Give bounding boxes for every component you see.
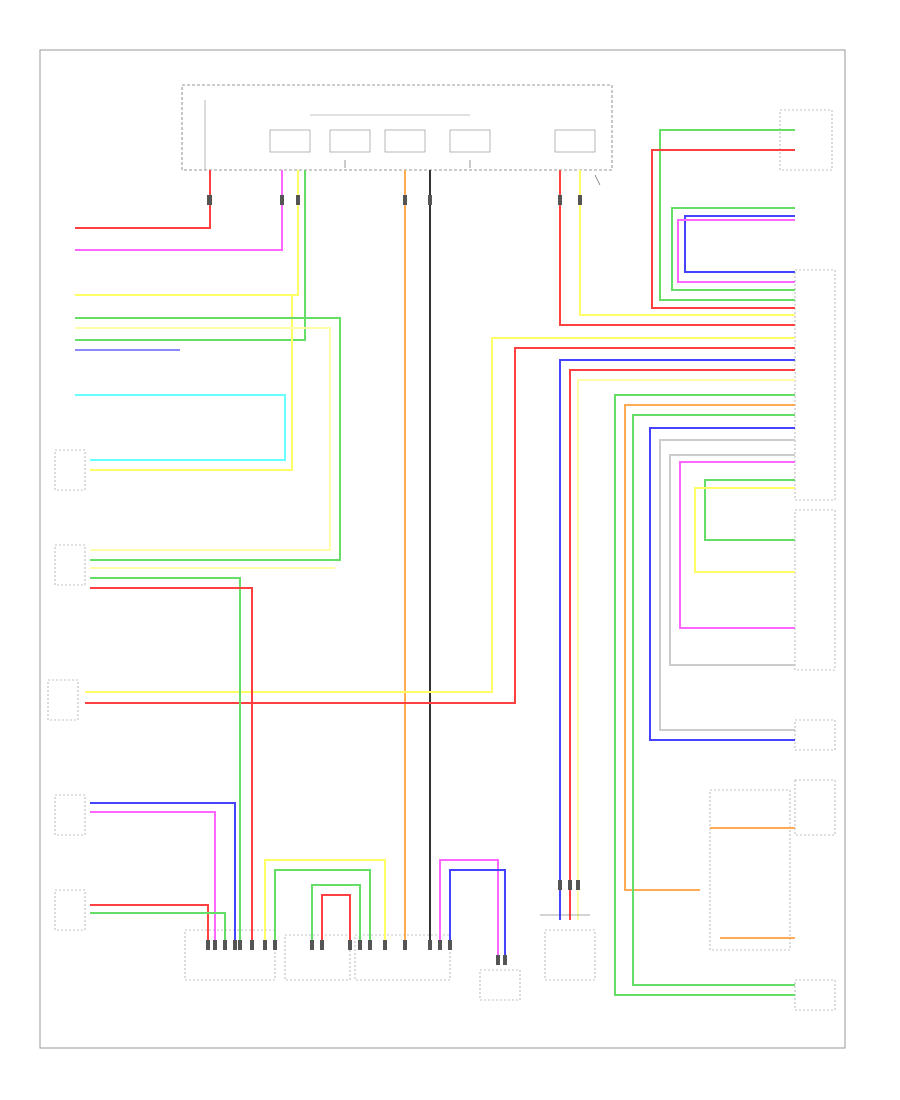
wire-red-6 [90, 587, 253, 950]
wire-green-5 [614, 394, 795, 996]
wire-lightyellow-2 [577, 379, 795, 920]
wire-green-6 [632, 414, 795, 986]
wire-lightyellow-1 [75, 327, 331, 551]
right-connectors [709, 109, 836, 1011]
pin-markers [206, 195, 582, 965]
wire-pink-5 [439, 859, 499, 960]
wire-red-7 [90, 904, 209, 950]
wire-green-11 [311, 884, 361, 950]
wire-red-4 [85, 347, 795, 704]
wire-blue-2 [559, 359, 795, 920]
wire-pink-4 [90, 811, 216, 950]
wire-pink-3 [679, 461, 795, 629]
wire-orange-2 [624, 404, 795, 891]
wire-red-3 [651, 149, 795, 309]
wire-green-2 [75, 317, 341, 561]
wire-green-4 [671, 207, 795, 291]
wire-yellow-4 [85, 337, 795, 693]
ecu-module-box [181, 84, 613, 171]
diagram-border [39, 49, 846, 1049]
wire-blue-1 [684, 215, 795, 273]
ecu-internal-blocks [204, 100, 596, 170]
wire-gray-2 [669, 454, 795, 666]
wire-blue-4 [90, 802, 236, 950]
wire-red-1 [75, 170, 211, 229]
wire-cyan-1 [75, 394, 286, 461]
wire-green-8 [90, 577, 241, 950]
left-connectors [47, 449, 86, 931]
wire-yellow-6 [264, 859, 386, 950]
wire-yellow-1 [75, 170, 299, 296]
wire-yellow-3 [579, 170, 795, 316]
wire-yellow-2 [75, 294, 293, 471]
wire-green-7 [704, 479, 795, 541]
wire-red-8 [321, 894, 351, 950]
wire-pink-1 [75, 170, 283, 251]
wire-yellow-5 [694, 487, 795, 573]
bottom-connectors [184, 929, 596, 1001]
wire-green-1 [75, 170, 306, 341]
wire-green-3 [659, 129, 795, 301]
terminal-marks [344, 160, 601, 916]
wire-pink-2 [677, 219, 795, 283]
wire-blue-3 [649, 427, 795, 741]
wire-green-10 [274, 869, 371, 950]
wire-blue-5 [449, 869, 506, 960]
wire-red-2 [559, 170, 795, 326]
wire-red-5 [569, 369, 795, 920]
wire-gray-1 [659, 439, 795, 731]
wire-green-9 [90, 912, 226, 950]
wires [75, 129, 795, 996]
